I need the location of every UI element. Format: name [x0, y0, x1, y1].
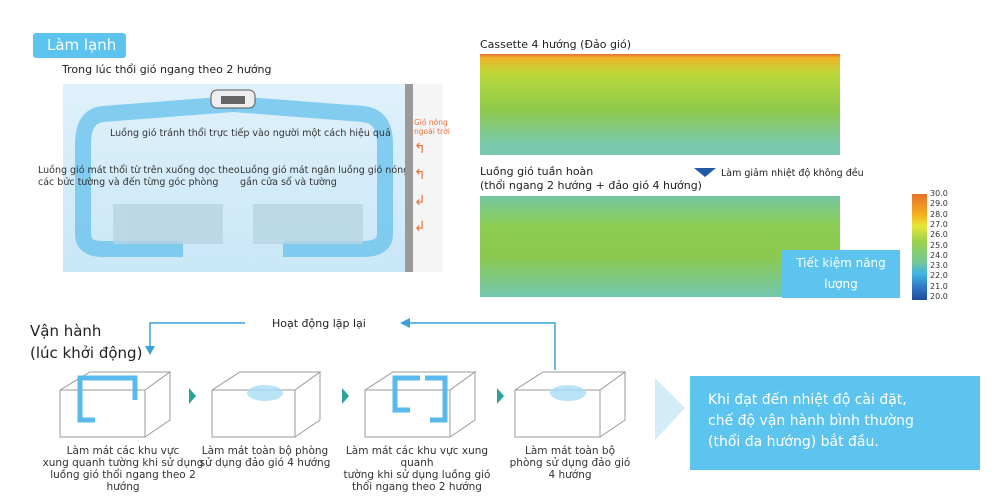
step-caption-line: phòng sử dụng đảo gió [509, 457, 631, 469]
scale-tick: 25.0 [930, 240, 948, 250]
step-caption-line: sử dụng đảo gió 4 hướng [199, 457, 331, 469]
step-caption-line: xung quanh tường khi sử dụng [42, 457, 204, 469]
cooling-subtitle: Trong lúc thổi gió ngang theo 2 hướng [62, 63, 272, 76]
step-caption-line: Làm mát các khu vực xung quanh [345, 445, 489, 469]
operation-title: Vận hành (lúc khởi động) [30, 320, 142, 364]
step-caption-line: tường khi sử dụng luồng gió [343, 469, 491, 481]
final-line-2: chế độ vận hành bình thường [708, 413, 914, 429]
saving-line-2: khoảng 5%* [804, 298, 878, 312]
airflow-loop-icon [75, 89, 393, 257]
final-line-3: (thổi đa hướng) bắt đầu. [708, 434, 879, 450]
step-caption-line: Làm mát toàn bộ [524, 445, 616, 457]
scale-tick: 26.0 [930, 230, 948, 240]
operation-title-2: (lúc khởi động) [30, 344, 143, 362]
cassette-title: Cassette 4 hướng (Đảo gió) [480, 38, 632, 51]
scale-tick: 20.0 [930, 292, 948, 301]
saving-line-1: Tiết kiệm năng lượng [796, 256, 886, 291]
outside-hot-air: Gió nóng ngoài trời ↰↰↲↲ [414, 118, 450, 240]
scale-tick: 28.0 [930, 209, 948, 219]
step-caption-line: thổi ngang theo 2 hướng [352, 481, 482, 493]
note-top: Luồng gió tránh thổi trực tiếp vào người… [110, 128, 391, 139]
temperature-scale [912, 194, 927, 300]
outside-label-2: ngoài trời [414, 127, 450, 136]
saving-box: Tiết kiệm năng lượng khoảng 5%* [782, 250, 900, 312]
scale-tick: 30.0 [930, 189, 948, 198]
cooling-badge: Làm lạnh [33, 33, 126, 58]
scale-tick: 23.0 [930, 261, 948, 271]
step-caption-line: luồng gió thổi ngang theo 2 hướng [50, 469, 196, 493]
step-caption-line: Làm mát các khu vực [66, 445, 180, 457]
note-left-1: Luồng gió mát thổi từ trên xuống dọc the… [38, 165, 240, 176]
final-message-box: Khi đạt đến nhiệt độ cài đặt, chế độ vận… [690, 376, 980, 470]
wall [405, 84, 443, 272]
scale-tick: 29.0 [930, 199, 948, 209]
scale-tick: 21.0 [930, 281, 948, 291]
reduce-label: Làm giảm nhiệt độ không đều [721, 168, 864, 179]
scale-tick: 24.0 [930, 250, 948, 260]
hot-air-arrows-icon: ↰↰↲↲ [414, 141, 426, 235]
step-caption-line: 4 hướng [548, 469, 592, 481]
heatmap-cassette [480, 54, 840, 155]
note-right-2: gần cửa sổ và tường [240, 177, 337, 188]
room-illustration [63, 84, 405, 272]
scale-tick: 22.0 [930, 271, 948, 281]
circulation-title-1: Luồng gió tuần hoàn [480, 165, 594, 178]
step-caption-line: Làm mát toàn bộ phòng [201, 445, 329, 457]
note-left-2: các bức tường và đến từng góc phòng [38, 177, 219, 188]
note-right-1: Luồng gió mát ngăn luồng gió nóng [240, 165, 410, 176]
final-line-1: Khi đạt đến nhiệt độ cài đặt, [708, 392, 907, 408]
repeat-label: Hoạt động lặp lại [272, 317, 366, 330]
scale-tick: 27.0 [930, 219, 948, 229]
circulation-title-2: (thổi ngang 2 hướng + đảo gió 4 hướng) [480, 179, 702, 192]
down-triangle-icon [694, 168, 716, 177]
operation-title-1: Vận hành [30, 322, 102, 340]
heatmap-circulation [480, 196, 840, 297]
outside-label-1: Gió nóng [414, 118, 448, 127]
